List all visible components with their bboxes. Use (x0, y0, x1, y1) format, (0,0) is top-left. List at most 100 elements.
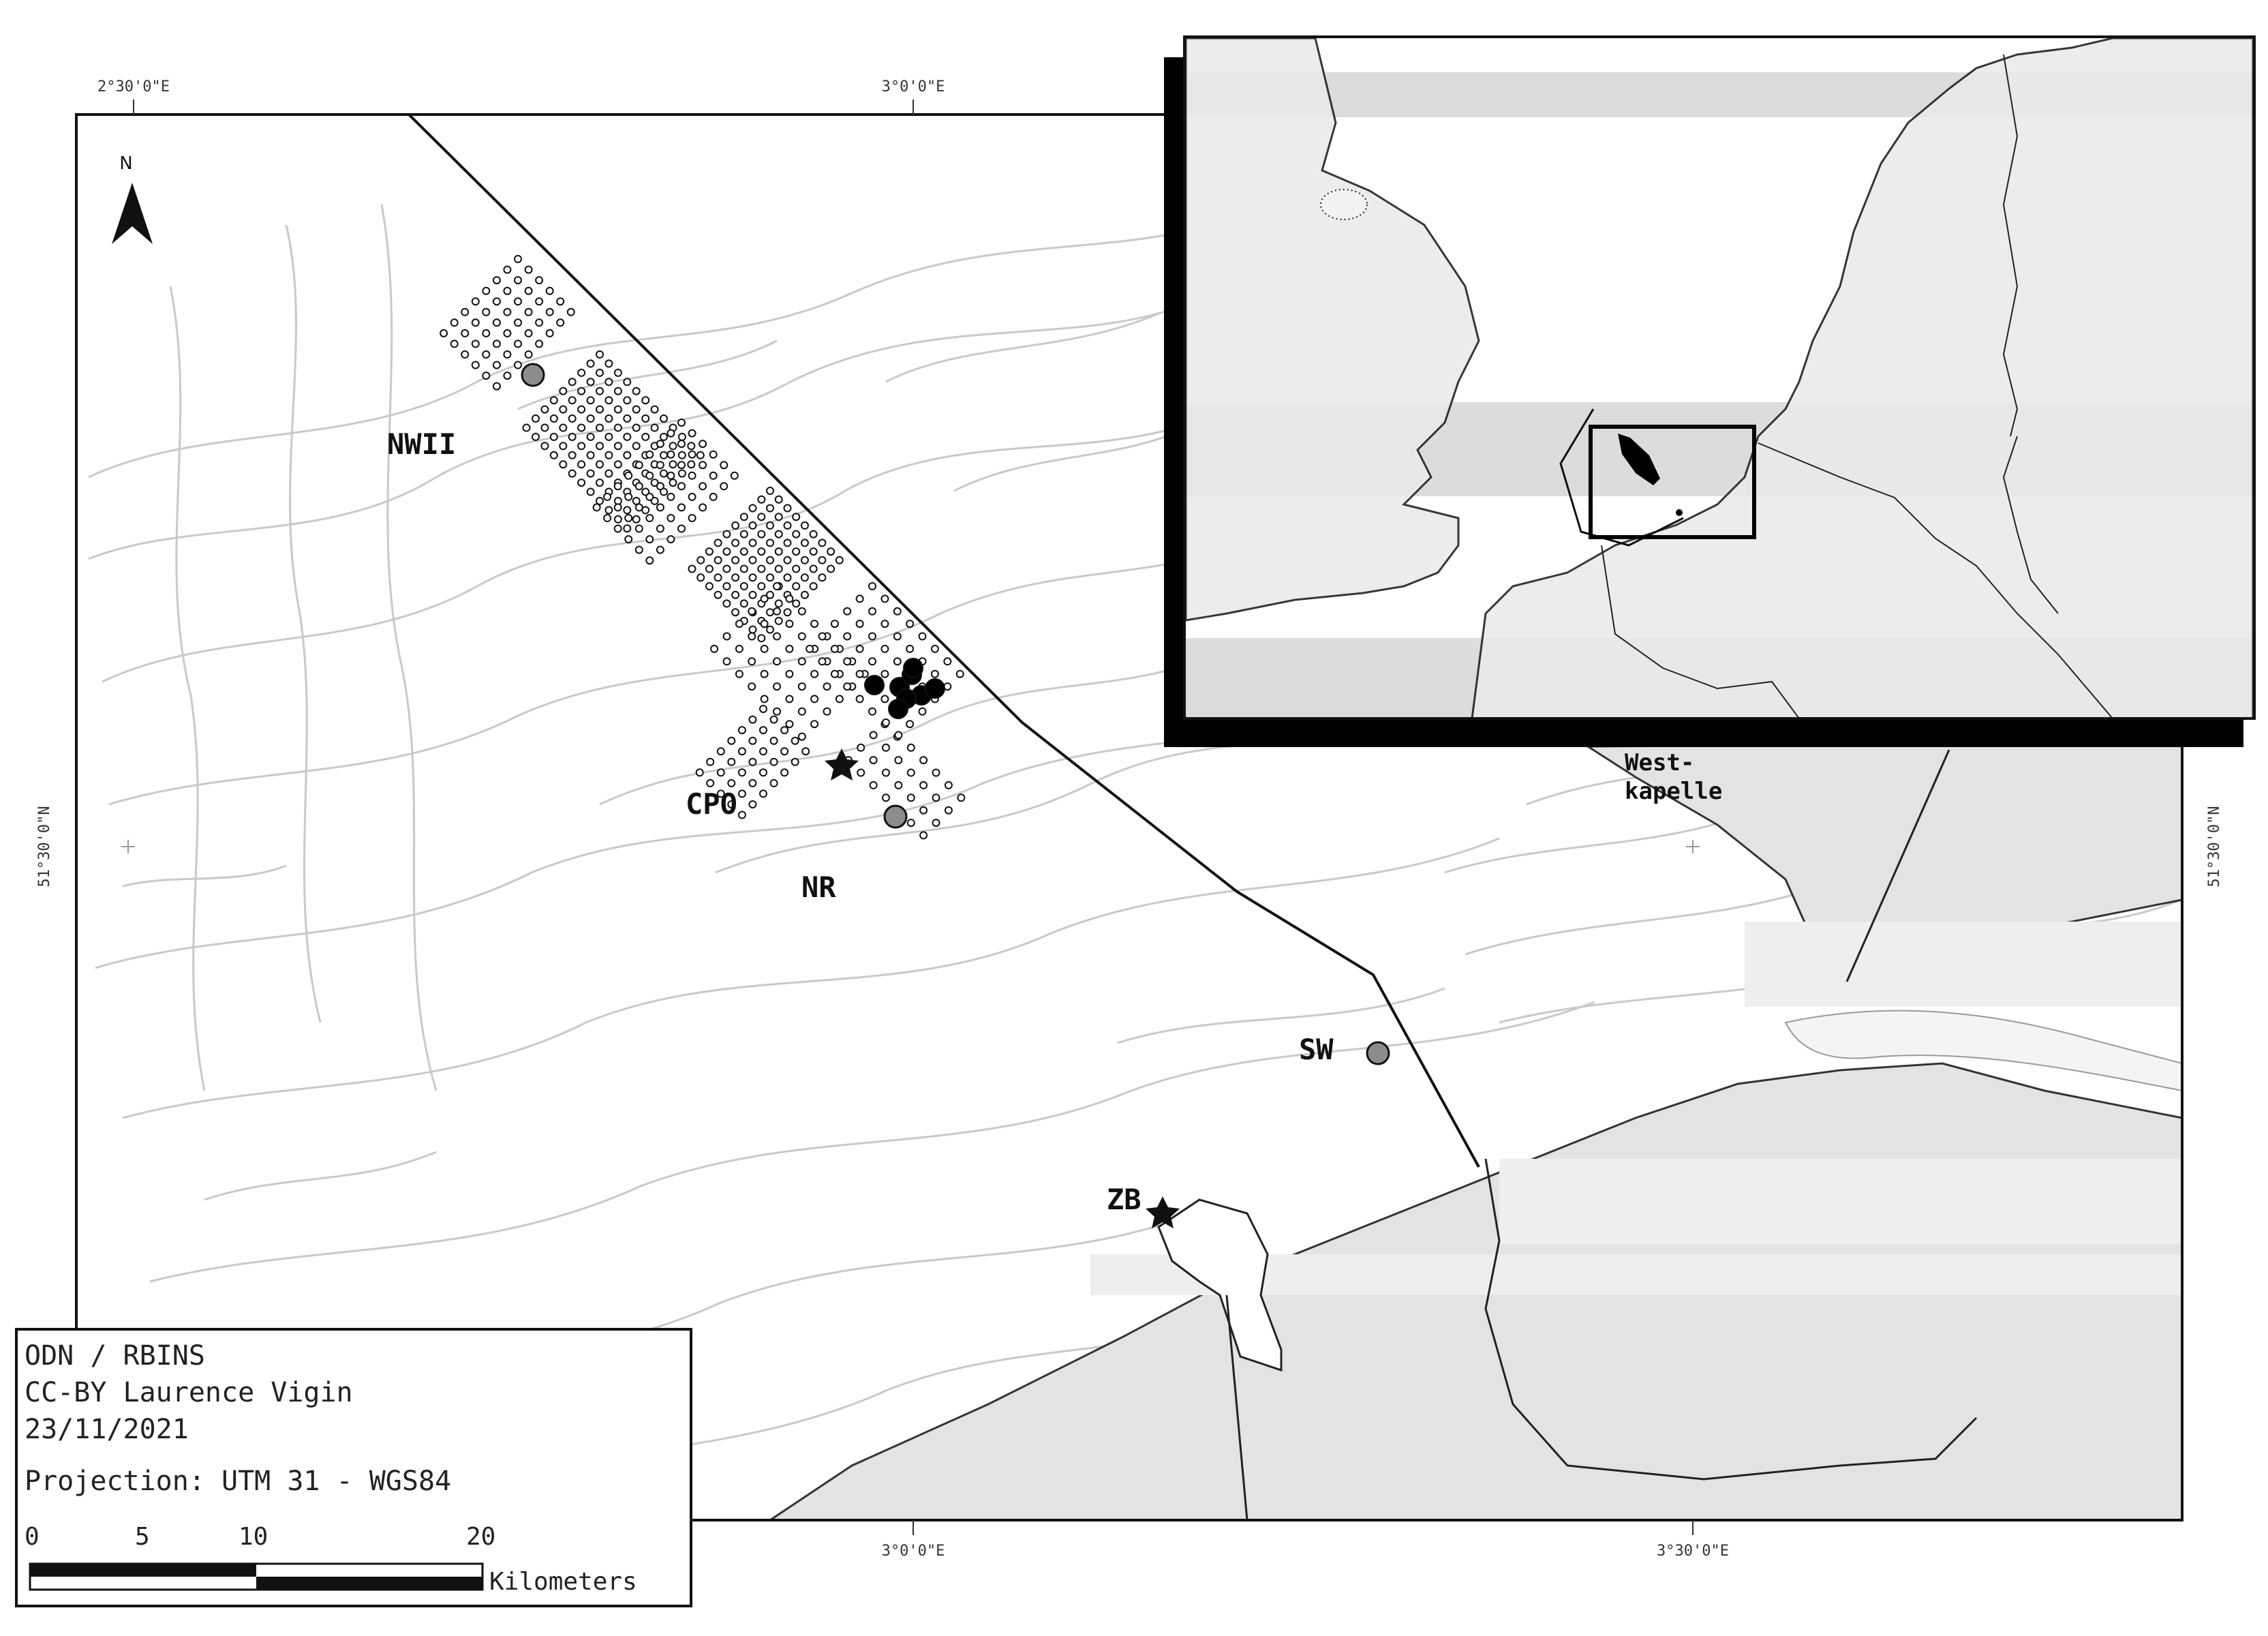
turbine-marker (722, 547, 731, 556)
turbine-marker (559, 405, 568, 414)
turbine-marker (669, 479, 677, 487)
turbine-marker (880, 695, 889, 703)
turbine-marker (716, 789, 725, 798)
turbine-marker (739, 564, 748, 573)
turbine-marker (766, 504, 774, 513)
turbine-marker (894, 756, 903, 765)
land-band-1 (1745, 922, 2182, 1007)
province-border (1484, 1158, 1978, 1481)
turbine-marker (699, 482, 707, 491)
turbine-marker (687, 460, 696, 469)
turbine-marker (641, 414, 650, 423)
turbine-marker (634, 503, 643, 512)
turbine-marker (810, 669, 819, 678)
turbine-marker (450, 339, 459, 348)
turbine-marker (759, 768, 767, 777)
turbine-marker (604, 359, 613, 368)
turbine-marker (532, 432, 540, 441)
turbine-marker (596, 460, 604, 469)
turbine-marker (774, 564, 783, 573)
turbine-marker (532, 414, 540, 423)
turbine-marker (800, 521, 809, 530)
turbine-marker (727, 757, 736, 766)
turbine-marker (906, 768, 915, 777)
turbine-marker (656, 482, 664, 491)
turbine-marker (677, 419, 686, 427)
turbine-marker (868, 582, 876, 590)
turbine-marker (835, 556, 844, 564)
turbine-marker (759, 726, 767, 735)
turbine-marker (549, 451, 558, 459)
turbine-marker (696, 556, 705, 564)
credit-date: 23/11/2021 (25, 1414, 189, 1445)
turbine-marker (603, 514, 612, 522)
turbine-marker (906, 720, 915, 729)
turbine-marker (716, 768, 725, 777)
turbine-marker (830, 620, 839, 628)
turbine-marker (699, 440, 707, 449)
turbine-marker (823, 707, 831, 716)
turbine-marker (759, 705, 767, 713)
turbine-marker (688, 564, 696, 573)
turbine-marker (492, 276, 501, 285)
turbine-marker (471, 361, 480, 369)
turbine-marker (785, 594, 794, 603)
turbine-marker (955, 669, 964, 678)
turbine-marker (666, 492, 675, 501)
turbine-marker (596, 405, 604, 414)
turbine-marker (586, 396, 595, 405)
turbine-marker (783, 608, 792, 617)
turbine-marker (709, 450, 718, 459)
turbine-marker (492, 318, 501, 327)
turbine-marker (623, 414, 632, 423)
turbine-marker (482, 372, 491, 380)
turbine-marker (809, 547, 818, 556)
turbine-marker (696, 573, 705, 582)
label-westkapelle-2: kapelle (1625, 778, 1722, 805)
turbine-marker (559, 387, 568, 395)
inset-great-britain (1186, 38, 1480, 622)
turbine-marker (596, 442, 604, 451)
turbine-marker (766, 573, 774, 582)
turbine-marker (760, 620, 769, 628)
label-sw: SW (1299, 1033, 1334, 1066)
land-band-3 (1090, 1254, 2182, 1295)
graticule-crosses (121, 840, 1700, 853)
turbine-marker (830, 644, 839, 653)
turbine-marker (604, 469, 613, 478)
turbine-marker (705, 547, 714, 556)
turbine-marker (739, 530, 748, 539)
turbine-marker (577, 387, 586, 395)
turbine-marker (695, 768, 704, 777)
turbine-marker (568, 469, 577, 478)
turbine-marker (730, 471, 739, 480)
turbine-marker (722, 564, 731, 573)
turbine-marker-filled (888, 699, 908, 719)
land (767, 742, 2183, 1521)
turbine-marker (577, 442, 586, 451)
turbine-marker (769, 736, 778, 745)
turbine-marker (714, 539, 722, 547)
turbine-marker (524, 307, 533, 316)
turbine-marker (535, 318, 544, 327)
turbine-marker (797, 657, 806, 666)
turbine-marker (535, 276, 544, 285)
turbine-marker (757, 547, 766, 556)
turbine-marker (645, 450, 654, 459)
turbine-marker (894, 731, 903, 740)
turbine-marker (586, 451, 595, 459)
turbine-marker (882, 793, 890, 802)
turbine-marker (604, 451, 613, 459)
turbine-marker (613, 387, 622, 395)
graticule-top-0: 2°30'0"E (97, 78, 170, 95)
turbine-marker (894, 781, 903, 789)
turbine-marker (918, 632, 927, 641)
turbine-marker (731, 590, 740, 599)
turbine-marker (882, 743, 890, 752)
turbine-marker (604, 396, 613, 405)
turbine-marker (748, 625, 757, 634)
turbine-marker (800, 590, 809, 599)
turbine-marker (705, 582, 714, 590)
turbine-marker (556, 297, 565, 306)
